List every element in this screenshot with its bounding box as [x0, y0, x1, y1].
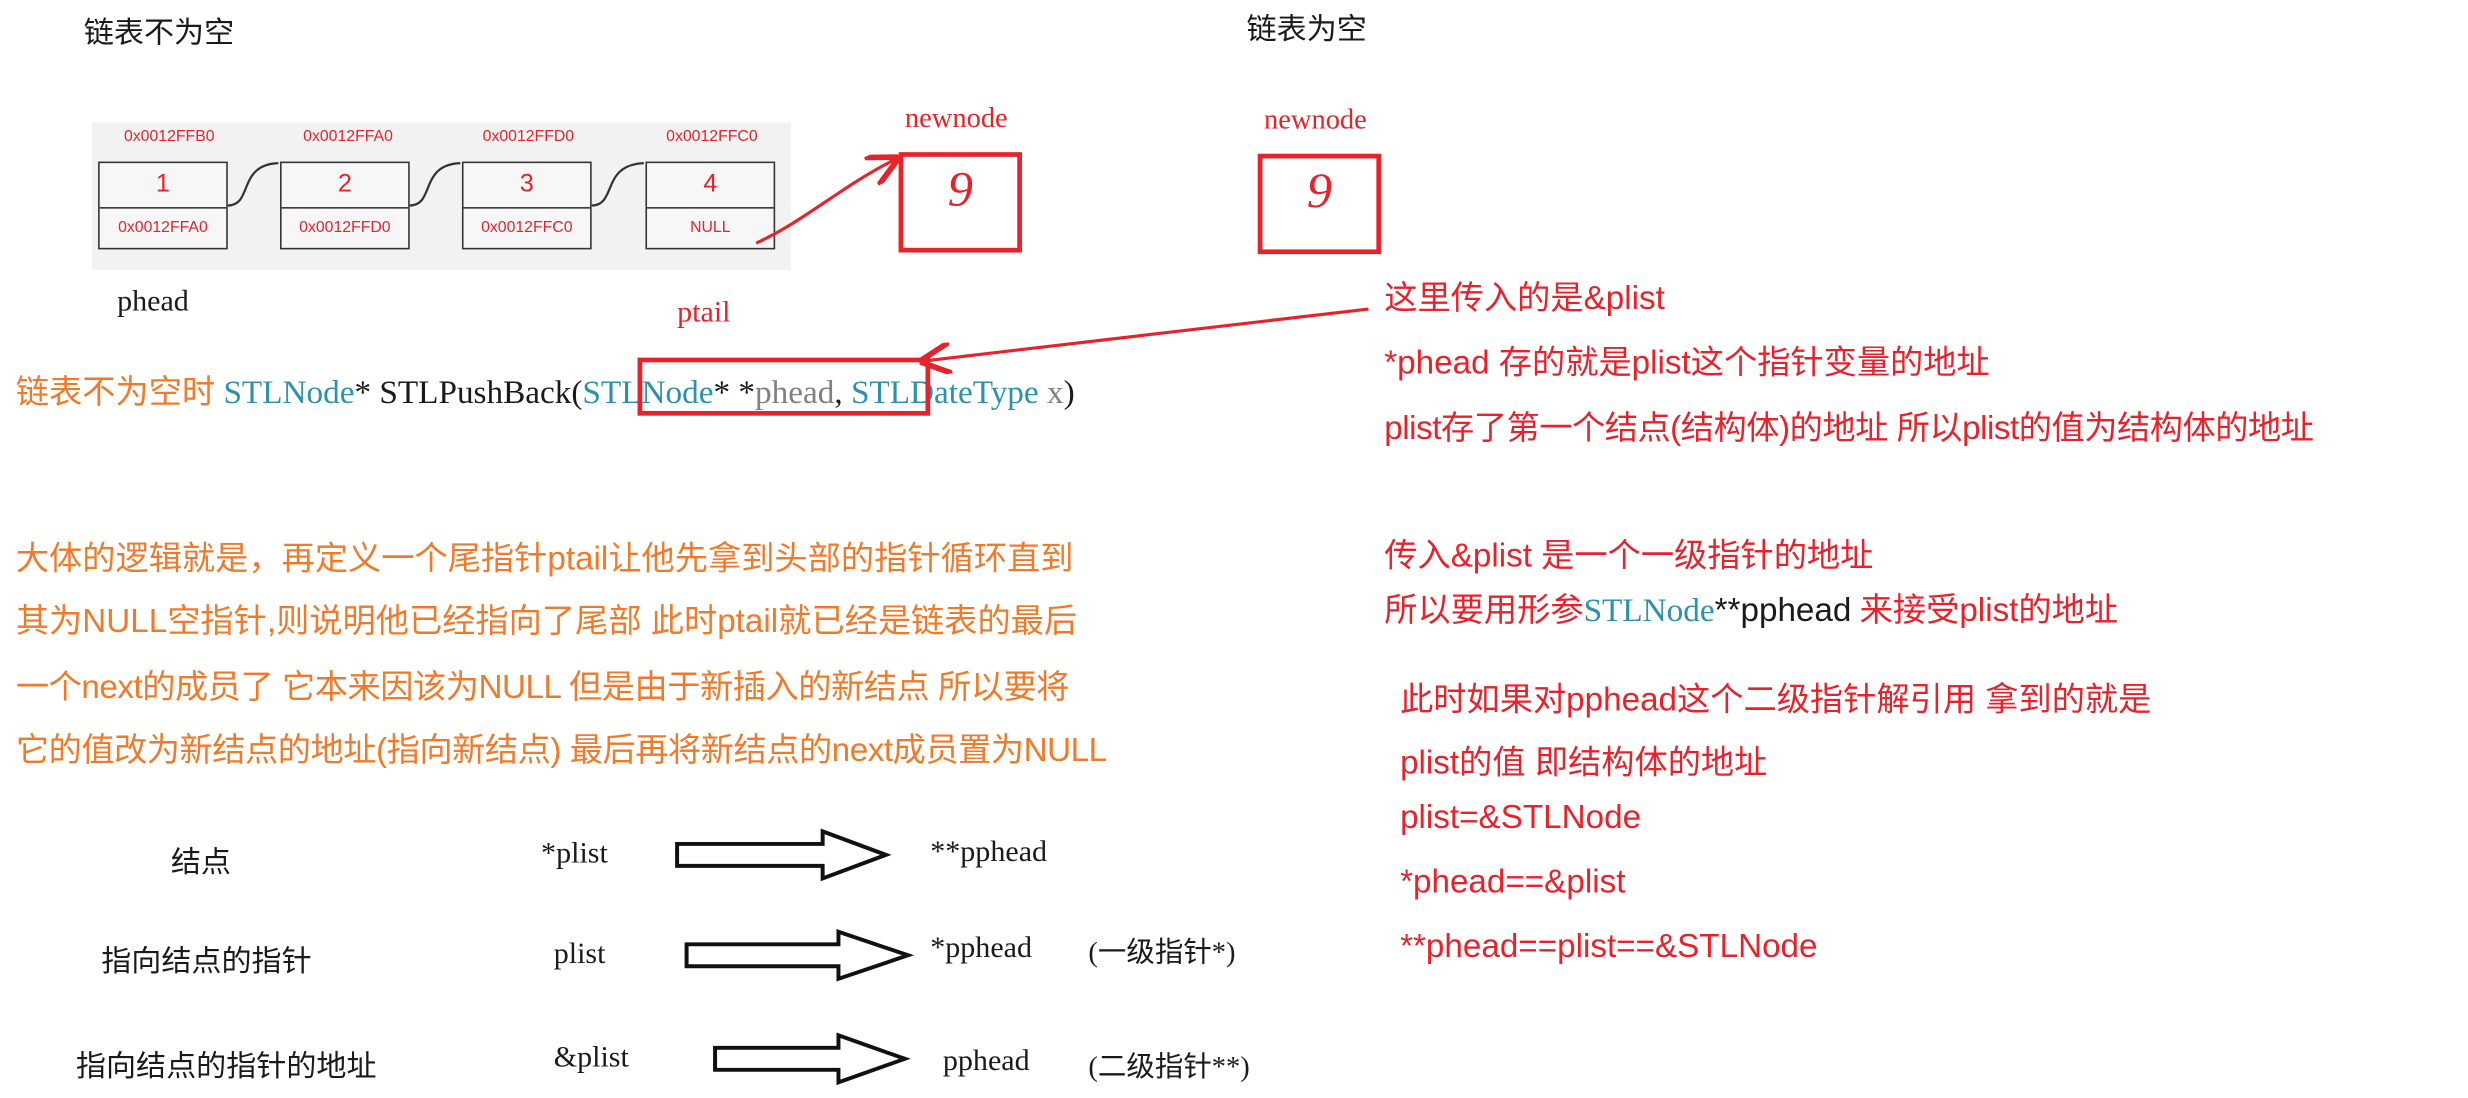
- mapping-note-3: (二级指针**): [1088, 1050, 1250, 1083]
- note-mid-name: pphead: [1740, 592, 1852, 630]
- note-mid-suffix: 来接受plist的地址: [1859, 592, 2119, 630]
- note-to-param-arrow: [925, 307, 1369, 361]
- function-signature: 链表不为空时 STLNode* STLPushBack(STLNode* *ph…: [16, 370, 1075, 415]
- mapping-arrow-2: [684, 929, 915, 982]
- ptail-label: ptail: [677, 296, 731, 330]
- heading-empty: 链表为空: [1246, 14, 1367, 48]
- explanation-line-1: 大体的逻辑就是，再定义一个尾指针ptail让他先拿到头部的指针循环直到: [15, 541, 1074, 578]
- link-arrow-2-3: [409, 162, 461, 207]
- signature-close: ): [1063, 373, 1075, 411]
- note-mid-stars: **: [1714, 592, 1741, 630]
- mapping-right-2: *pphead: [930, 931, 1033, 965]
- signature-star: *: [354, 373, 372, 411]
- node-3-address: 0x0012FFD0: [482, 128, 575, 146]
- list-node-1: 1 0x0012FFA0: [98, 161, 228, 250]
- list-node-3: 3 0x0012FFC0: [461, 161, 592, 250]
- signature-param-type: STLNode: [582, 373, 714, 411]
- explanation-line-3: 一个next的成员了 它本来因该为NULL 但是由于新插入的新结点 所以要将: [15, 669, 1070, 706]
- node-4-address: 0x0012FFC0: [666, 128, 758, 146]
- note-mid-2: 所以要用形参STLNode**pphead 来接受plist的地址: [1384, 588, 2118, 633]
- mapping-label-1: 结点: [170, 847, 231, 880]
- note-bottom-2: plist的值 即结构体的地址: [1400, 745, 1768, 782]
- newnode-box: 9: [898, 152, 1022, 253]
- signature-comma: ,: [834, 373, 843, 411]
- note-bottom-3: plist=&STLNode: [1400, 799, 1642, 837]
- phead-param-highlight: [637, 357, 931, 416]
- note-top-1: 这里传入的是&plist: [1384, 280, 1665, 317]
- empty-newnode-value: 9: [1306, 161, 1333, 219]
- empty-newnode-box: 9: [1257, 153, 1382, 255]
- note-mid-prefix: 所以要用形参: [1384, 592, 1584, 630]
- note-mid-1: 传入&plist 是一个一级指针的地址: [1384, 538, 1874, 575]
- mapping-left-2: plist: [553, 938, 606, 971]
- signature-func-name: STLPushBack(: [379, 373, 583, 411]
- note-top-2: *phead 存的就是plist这个指针变量的地址: [1384, 345, 1990, 382]
- list-node-4: 4 NULL: [645, 161, 776, 250]
- heading-non-empty: 链表不为空: [83, 17, 235, 51]
- note-top-3: plist存了第一个结点(结构体)的地址 所以plist的值为结构体的地址: [1384, 410, 2314, 448]
- tail-to-newnode-arrow: [755, 160, 894, 245]
- explanation-line-2: 其为NULL空指针,则说明他已经指向了尾部 此时ptail就已经是链表的最后: [15, 603, 1078, 640]
- signature-param2-name: x: [1046, 373, 1064, 411]
- note-bottom-1: 此时如果对pphead这个二级指针解引用 拿到的就是: [1400, 682, 2152, 719]
- signature-return-type: STLNode: [223, 373, 355, 411]
- node-value: 1: [99, 163, 227, 209]
- mapping-right-1: **pphead: [930, 836, 1048, 870]
- node-2-address: 0x0012FFA0: [303, 128, 393, 146]
- node-next: NULL: [690, 219, 731, 237]
- mapping-arrow-3: [713, 1032, 911, 1086]
- node-next: 0x0012FFC0: [481, 219, 573, 237]
- note-bottom-5: **phead==plist==&STLNode: [1400, 928, 1818, 965]
- mapping-right-3: pphead: [942, 1044, 1030, 1078]
- link-arrow-1-2: [227, 162, 279, 207]
- list-node-2: 2 0x0012FFD0: [280, 161, 410, 250]
- explanation-line-4: 它的值改为新结点的地址(指向新结点) 最后再将新结点的next成员置为NULL: [15, 732, 1107, 769]
- node-value: 4: [647, 163, 774, 209]
- mapping-label-2: 指向结点的指针: [101, 945, 312, 979]
- empty-newnode-label: newnode: [1264, 103, 1367, 135]
- newnode-label: newnode: [904, 101, 1008, 134]
- signature-prefix: 链表不为空时: [15, 374, 216, 411]
- node-1-address: 0x0012FFB0: [123, 128, 215, 146]
- note-bottom-4: *phead==&plist: [1400, 864, 1626, 901]
- mapping-label-3: 指向结点的指针的地址: [75, 1050, 377, 1084]
- signature-param-name: phead: [754, 373, 835, 411]
- phead-label: phead: [117, 285, 189, 319]
- node-value: 2: [281, 163, 409, 209]
- note-mid-type: STLNode: [1583, 591, 1715, 630]
- node-value: 3: [463, 163, 591, 209]
- mapping-left-1: *plist: [541, 837, 608, 871]
- mapping-arrow-1: [675, 828, 892, 882]
- signature-param-stars: * *: [713, 373, 755, 411]
- newnode-value: 9: [947, 159, 973, 217]
- node-next: 0x0012FFA0: [118, 219, 208, 237]
- signature-param2-type: STLDateType: [850, 373, 1039, 411]
- mapping-left-3: &plist: [553, 1041, 629, 1075]
- mapping-note-2: (一级指针*): [1088, 936, 1236, 968]
- node-next: 0x0012FFD0: [299, 219, 391, 237]
- link-arrow-3-4: [591, 162, 644, 207]
